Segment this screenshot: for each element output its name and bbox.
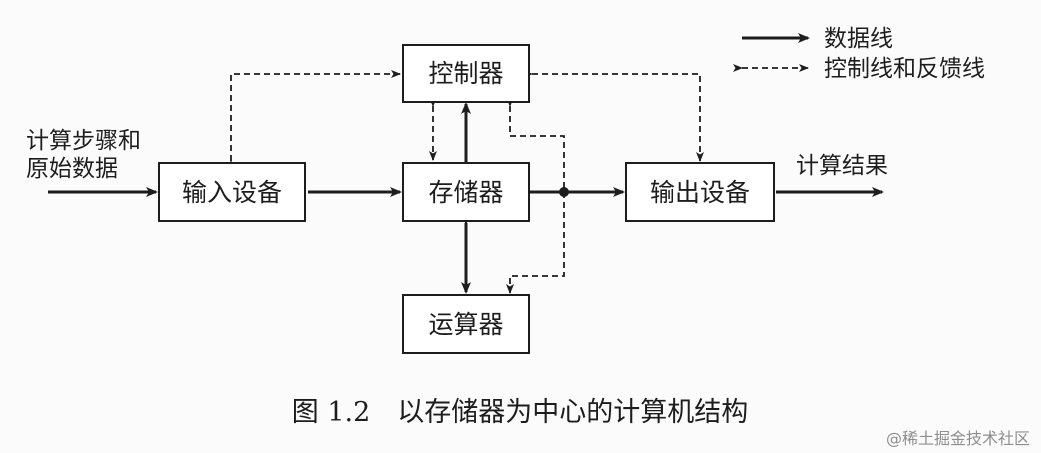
output-label: 计算结果 — [796, 153, 888, 179]
control-line-controller-input-device — [227, 70, 401, 170]
input-device-label: 输入设备 — [182, 178, 282, 207]
output-device-box: 输出设备 — [625, 162, 775, 222]
control-line-controller-output-device — [523, 70, 704, 162]
memory-label: 存储器 — [428, 178, 503, 207]
input-device-box: 输入设备 — [158, 162, 306, 222]
legend-data-line-label: 数据线 — [824, 26, 893, 52]
alu-label: 运算器 — [428, 310, 503, 339]
controller-label: 控制器 — [428, 59, 503, 88]
input-label-line1: 计算步骤和 — [26, 128, 141, 154]
memory-box: 存储器 — [402, 162, 530, 222]
legend-control-line-label: 控制线和反馈线 — [824, 56, 985, 82]
figure-caption: 图 1.2 以存储器为中心的计算机结构 — [292, 397, 749, 428]
alu-box: 运算器 — [402, 294, 530, 354]
output-device-label: 输出设备 — [650, 178, 750, 207]
control-line-controller-alu — [506, 97, 565, 294]
watermark: @稀土掘金技术社区 — [886, 429, 1030, 448]
controller-box: 控制器 — [402, 44, 530, 103]
input-label-line2: 原始数据 — [26, 156, 118, 182]
legend: 数据线 控制线和反馈线 — [733, 26, 985, 82]
